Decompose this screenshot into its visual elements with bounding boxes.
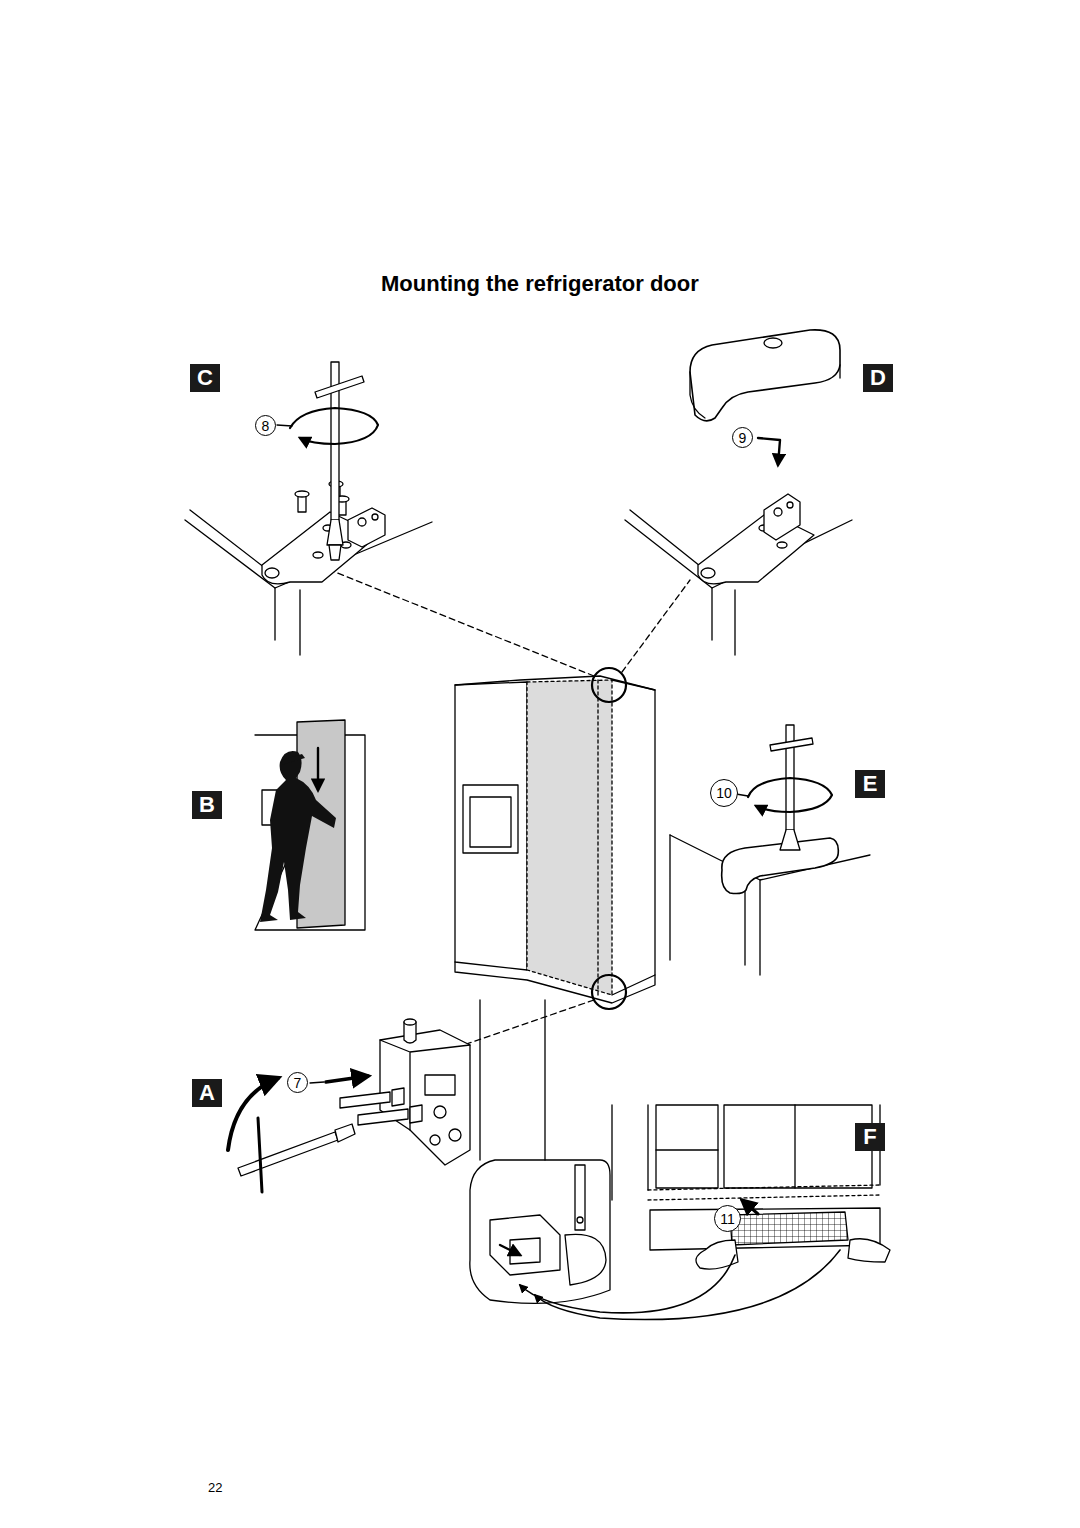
door-fitting-figure: [255, 720, 365, 930]
callout-number: 11: [714, 1205, 741, 1232]
callout-number-text: 8: [262, 419, 270, 433]
page-number: 22: [208, 1480, 222, 1495]
callout-number-text: 10: [716, 786, 732, 800]
callout-number: 10: [710, 779, 738, 807]
step-letter-text: C: [197, 367, 213, 389]
step-letter-text: B: [199, 794, 215, 816]
callout-number-text: 11: [720, 1212, 735, 1226]
callout-number-text: 7: [294, 1076, 302, 1090]
step-letter: B: [192, 791, 222, 819]
step-letter-text: D: [870, 367, 886, 389]
bottom-hinge-detail: [228, 1000, 545, 1192]
refrigerator: [305, 560, 690, 1060]
callout-number: 8: [255, 415, 276, 436]
callout-number: 9: [732, 427, 753, 448]
grille-fitting-detail: [470, 1105, 890, 1320]
step-letter: D: [863, 364, 893, 392]
step-letter: C: [190, 364, 220, 392]
step-letter: A: [192, 1079, 222, 1107]
page-title: Mounting the refrigerator door: [381, 271, 699, 297]
step-letter: E: [855, 770, 885, 798]
step-letter: F: [855, 1123, 885, 1151]
top-hinge-detail: [185, 362, 432, 655]
cover-fastening-detail: [670, 725, 870, 975]
step-letter-text: F: [863, 1126, 876, 1148]
step-letter-text: A: [199, 1082, 215, 1104]
hinge-cover-detail: [625, 330, 852, 655]
callout-number: 7: [287, 1072, 308, 1093]
callout-number-text: 9: [739, 431, 747, 445]
step-letter-text: E: [863, 773, 878, 795]
